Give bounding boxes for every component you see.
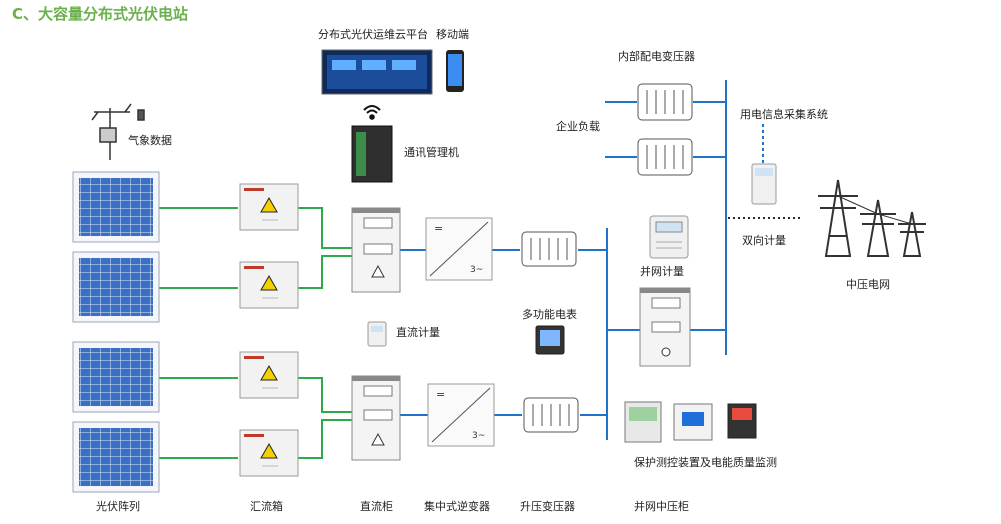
ac-symbol: 3~ (472, 431, 485, 441)
label-mv-grid: 中压电网 (846, 278, 890, 291)
combiner-box-3 (239, 351, 299, 399)
label-weather: 气象数据 (128, 133, 172, 147)
label-info-collection: 用电信息采集系统 (740, 107, 828, 121)
combiner-box-1 (239, 183, 299, 231)
label-dc-cabinet: 直流柜 (360, 499, 393, 513)
dc-cabinet-1 (351, 207, 401, 293)
dc-meter-device (367, 321, 387, 347)
bidirectional-meter-device (751, 163, 777, 205)
diagram-labels: 分布式光伏运维云平台 移动端 气象数据 通讯管理机 内部配电变压器 企业负载 用… (96, 27, 890, 513)
warning-icon (260, 274, 278, 291)
ac-symbol: 3~ (470, 265, 483, 275)
label-comm-manager: 通讯管理机 (404, 145, 459, 159)
label-mobile: 移动端 (436, 28, 469, 41)
central-inverter-2: = 3~ (427, 383, 495, 447)
multifunction-meter-device (535, 325, 565, 355)
label-multifunction-meter: 多功能电表 (522, 307, 577, 321)
warning-icon (260, 442, 278, 459)
warning-icon (260, 364, 278, 381)
dc-cables (158, 207, 352, 459)
pv-array-4 (72, 421, 160, 493)
step-up-transformer-2 (523, 397, 579, 433)
step-up-transformer-1 (521, 231, 577, 267)
internal-transformer-1 (637, 83, 693, 121)
label-protection: 保护测控装置及电能质量监测 (634, 455, 777, 469)
dc-symbol: = (436, 388, 445, 401)
warning-icon (371, 264, 385, 278)
pv-array-2 (72, 251, 160, 323)
page-title: C、大容量分布式光伏电站 (12, 5, 189, 23)
ac-cables (400, 80, 764, 440)
label-grid-meter: 并网计量 (640, 264, 684, 278)
pv-array-3 (72, 341, 160, 413)
wifi-icon (363, 105, 381, 120)
combiner-box-2 (239, 261, 299, 309)
cloud-platform-monitor (321, 49, 433, 95)
transmission-tower-icon (818, 179, 926, 257)
internal-transformer-2 (637, 138, 693, 176)
label-dc-meter: 直流计量 (396, 325, 440, 339)
grid-mv-cabinet (639, 287, 691, 367)
label-central-inverter: 集中式逆变器 (424, 499, 490, 513)
dc-symbol: = (434, 222, 443, 235)
warning-icon (260, 196, 278, 213)
label-internal-transformer: 内部配电变压器 (618, 49, 695, 63)
comm-manager-device (351, 125, 393, 183)
dc-cabinet-2 (351, 375, 401, 461)
label-pv-array: 光伏阵列 (96, 499, 140, 513)
label-grid-mv-cabinet: 并网中压柜 (634, 499, 689, 513)
label-combiner-box: 汇流箱 (250, 499, 283, 513)
pv-array-1 (72, 171, 160, 243)
label-step-up-transformer: 升压变压器 (520, 499, 575, 513)
protection-devices (624, 401, 757, 443)
label-enterprise-load: 企业负载 (556, 119, 600, 133)
central-inverter-1: = 3~ (425, 217, 493, 281)
combiner-box-4 (239, 429, 299, 477)
mobile-phone-icon (446, 50, 464, 92)
grid-meter-device (649, 215, 689, 259)
label-bidirectional-meter: 双向计量 (742, 233, 786, 247)
warning-icon (371, 432, 385, 446)
label-cloud-platform: 分布式光伏运维云平台 (318, 27, 428, 41)
weather-station-icon (91, 103, 145, 160)
